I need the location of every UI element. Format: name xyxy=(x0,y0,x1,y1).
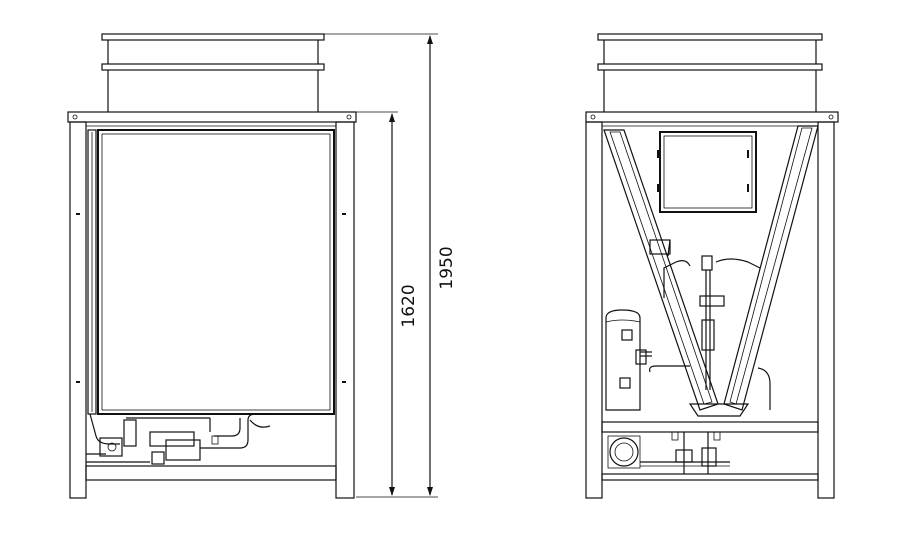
dimension-body-height: 1620 xyxy=(399,284,419,327)
front-v-coil-right xyxy=(723,125,819,411)
front-central-piping xyxy=(649,239,771,410)
front-coil-tray xyxy=(688,403,750,417)
side-main-panel xyxy=(97,129,335,415)
front-control-box xyxy=(657,131,757,213)
front-left-post xyxy=(585,121,603,499)
side-top-plate xyxy=(67,111,357,123)
front-fan-guard xyxy=(597,33,823,112)
side-piping xyxy=(86,413,271,465)
side-fan-guard xyxy=(101,33,325,112)
side-view xyxy=(67,33,357,499)
side-base-rail xyxy=(85,465,337,481)
front-compressor xyxy=(605,309,652,411)
front-top-plate xyxy=(585,111,839,123)
front-view xyxy=(585,33,839,499)
front-base-rail xyxy=(601,421,819,433)
side-left-post xyxy=(69,121,87,499)
front-right-post xyxy=(817,121,835,499)
side-coil-strip xyxy=(87,129,97,415)
front-bottom-parts xyxy=(607,431,730,474)
dimension-lines xyxy=(324,33,438,498)
side-right-post xyxy=(335,121,355,499)
dimension-total-height: 1950 xyxy=(437,246,457,289)
